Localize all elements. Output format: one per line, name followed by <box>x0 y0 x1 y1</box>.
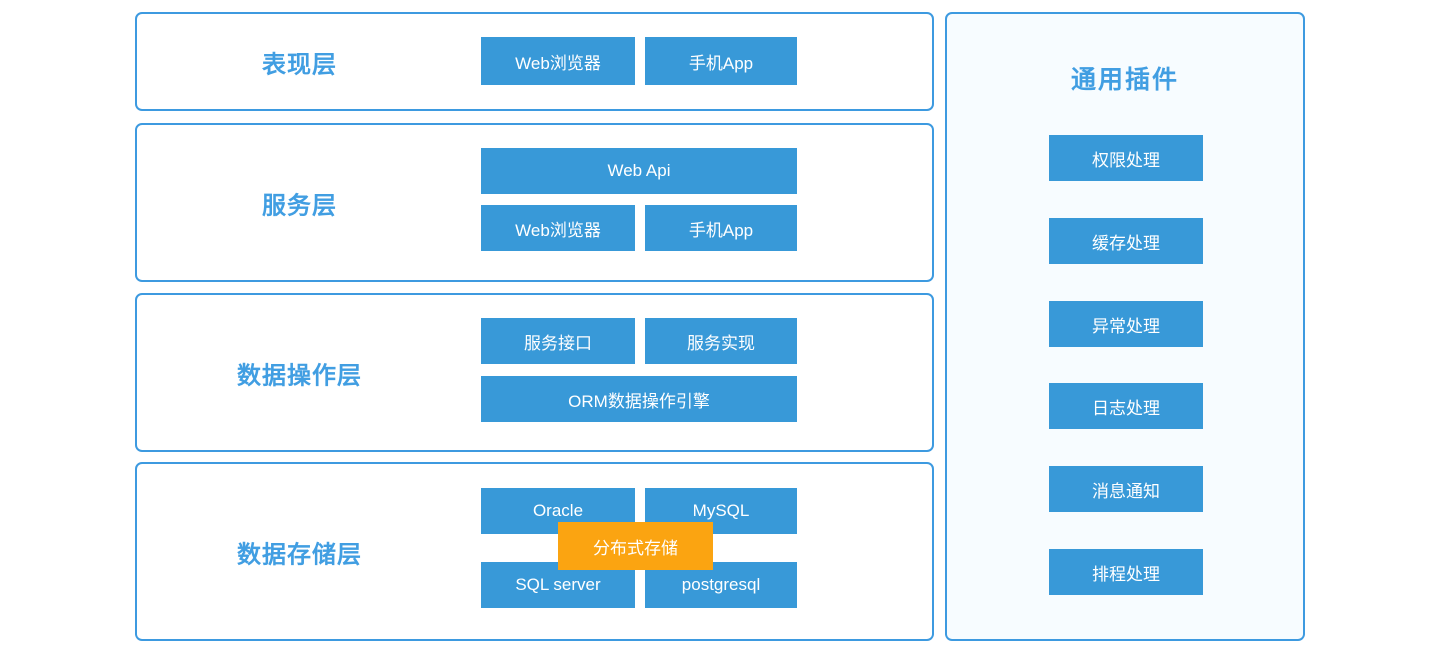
layer-data-operation: 数据操作层 服务接口 服务实现 ORM数据操作引擎 <box>135 293 934 452</box>
plugins-panel-title: 通用插件 <box>1070 66 1179 94</box>
node-service-implementation[interactable]: 服务实现 <box>645 318 797 364</box>
layer-data-operation-label: 数据操作层 <box>237 362 362 389</box>
node-distributed-storage[interactable]: 分布式存储 <box>558 522 713 570</box>
plugin-message-notification[interactable]: 消息通知 <box>1049 466 1203 512</box>
plugin-schedule-handling[interactable]: 排程处理 <box>1049 549 1203 595</box>
layer-service: 服务层 Web Api Web浏览器 手机App <box>135 123 934 282</box>
plugins-panel: 通用插件 权限处理 缓存处理 异常处理 日志处理 消息通知 排程处理 <box>945 12 1305 641</box>
plugin-permission-handling[interactable]: 权限处理 <box>1049 135 1203 181</box>
node-postgresql[interactable]: postgresql <box>645 562 797 608</box>
layer-presentation-label: 表现层 <box>262 51 337 78</box>
plugin-exception-handling[interactable]: 异常处理 <box>1049 301 1203 347</box>
layer-data-storage-label: 数据存储层 <box>237 541 362 568</box>
node-web-browser[interactable]: Web浏览器 <box>481 37 635 85</box>
plugin-log-handling[interactable]: 日志处理 <box>1049 383 1203 429</box>
node-mobile-app[interactable]: 手机App <box>645 37 797 85</box>
layer-presentation: 表现层 Web浏览器 手机App <box>135 12 934 111</box>
node-web-browser-service[interactable]: Web浏览器 <box>481 205 635 251</box>
node-sql-server[interactable]: SQL server <box>481 562 635 608</box>
layer-service-label: 服务层 <box>262 192 337 219</box>
node-service-interface[interactable]: 服务接口 <box>481 318 635 364</box>
layer-data-storage: 数据存储层 Oracle MySQL SQL server postgresql… <box>135 462 934 641</box>
node-orm-engine[interactable]: ORM数据操作引擎 <box>481 376 797 422</box>
plugin-cache-handling[interactable]: 缓存处理 <box>1049 218 1203 264</box>
node-mobile-app-service[interactable]: 手机App <box>645 205 797 251</box>
node-web-api[interactable]: Web Api <box>481 148 797 194</box>
